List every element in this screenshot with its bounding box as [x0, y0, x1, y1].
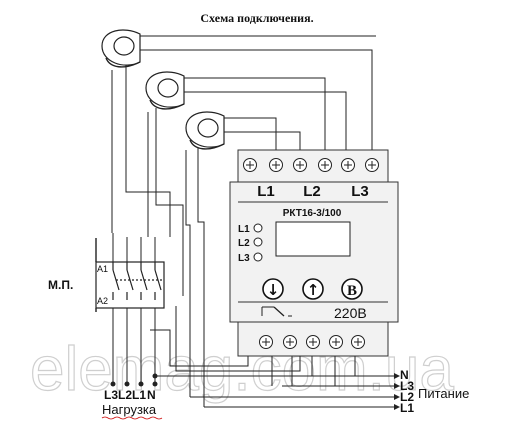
indicator-label-l1: L1	[238, 224, 250, 235]
indicator-label-l2: L2	[238, 238, 250, 249]
load-label-l1: L1	[132, 388, 146, 402]
relay-display	[275, 221, 351, 257]
top-terminal-label-l3: L3	[351, 183, 369, 200]
current-transformer-2	[145, 71, 185, 110]
terminal-screw-4	[318, 158, 332, 172]
terminal-screw-1	[243, 158, 257, 172]
up-button[interactable]: ↑	[302, 278, 324, 300]
relay-device: L1 L2 L3 РКТ16-3/100 L1 L2 L3 ↓ ↑ B	[229, 149, 399, 357]
relay-top-terminals	[243, 158, 379, 172]
supply-label-n: N	[400, 368, 409, 382]
supply-label-l1: L1	[400, 401, 414, 415]
load-caption: Нагрузка	[102, 402, 157, 417]
contactor: А1 А2	[95, 238, 165, 312]
load-label-l3: L3	[104, 388, 118, 402]
terminal-screw-7	[259, 335, 273, 349]
top-terminal-label-l2: L2	[303, 183, 321, 200]
arrow-up-icon: ↑	[307, 281, 320, 299]
indicator-led-l3	[253, 252, 263, 262]
terminal-screw-9	[306, 335, 320, 349]
down-button[interactable]: ↓	[262, 278, 284, 300]
indicator-led-l1	[253, 223, 263, 233]
terminal-screw-10	[329, 335, 343, 349]
terminal-screw-5	[341, 158, 355, 172]
coil-terminal-a1: А1	[97, 264, 108, 274]
top-terminal-label-l1: L1	[257, 183, 275, 200]
relay-bottom-terminals	[259, 335, 365, 349]
current-transformer-3	[185, 111, 225, 150]
b-button[interactable]: B	[341, 278, 363, 300]
terminal-screw-2	[269, 158, 283, 172]
relay-output-contact	[261, 306, 292, 317]
current-transformer-1	[101, 29, 141, 68]
diagram-title: Схема подключения.	[200, 11, 313, 25]
relay-model: РКТ16-3/100	[283, 208, 342, 219]
supply-label-l2: L2	[400, 390, 414, 404]
supply-arrows	[394, 373, 400, 410]
supply-voltage-label: 220В	[334, 305, 367, 321]
load-label-l2: L2	[118, 388, 132, 402]
supply-label-l3: L3	[400, 379, 414, 393]
contactor-body	[95, 261, 165, 309]
indicator-led-l2	[253, 237, 263, 247]
supply-caption: Питание	[418, 386, 469, 401]
terminal-screw-8	[283, 335, 297, 349]
terminal-screw-6	[365, 158, 379, 172]
contactor-poles	[112, 262, 162, 300]
contactor-label: М.П.	[48, 278, 73, 292]
load-terminals	[110, 373, 158, 387]
terminal-screw-3	[293, 158, 307, 172]
arrow-down-icon: ↓	[267, 281, 280, 299]
b-button-label: B	[347, 283, 357, 299]
coil-terminal-a2: А2	[97, 296, 108, 306]
indicator-label-l3: L3	[238, 253, 250, 264]
spellcheck-underline	[101, 416, 163, 420]
load-label-n: N	[147, 388, 156, 402]
terminal-screw-11	[351, 335, 365, 349]
